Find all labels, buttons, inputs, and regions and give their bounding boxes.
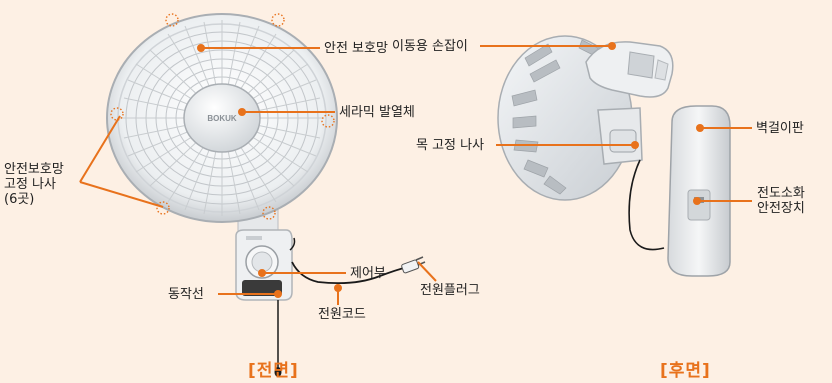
- label-power-cord: 전원코드: [318, 307, 366, 322]
- screw-marker-bottom-right: [262, 206, 276, 220]
- leader-lines: [79, 45, 752, 305]
- screw-marker-top-right: [271, 13, 285, 27]
- screw-marker-left: [110, 107, 124, 121]
- caption-front: [전면]: [248, 361, 299, 381]
- leader-screw-a: [79, 115, 121, 183]
- ceramic-heater: [183, 83, 261, 153]
- caption-back: [후면]: [660, 361, 711, 381]
- brand-logo: BOKUK: [207, 114, 237, 123]
- label-guard-screw-line3: (6곳): [4, 192, 35, 207]
- back-cord: [628, 159, 665, 251]
- label-tip-over: 전도소화 안전장치: [757, 186, 805, 216]
- back-vents: [511, 39, 599, 195]
- label-control-panel: 제어부: [350, 266, 386, 281]
- control-base-dark: [242, 280, 282, 296]
- label-tip-over-line2: 안전장치: [757, 201, 805, 216]
- neck-screw-knob: [609, 129, 637, 153]
- power-cord-line: [291, 261, 405, 285]
- label-neck-screw: 목 고정 나사: [416, 138, 485, 153]
- label-guard-screw-line2: 고정 나사: [4, 177, 56, 192]
- leader-screw-b: [79, 181, 164, 208]
- label-wall-bracket: 벽걸이판: [756, 121, 804, 136]
- label-tip-over-line1: 전도소화: [757, 186, 805, 201]
- power-plug-shape: [401, 256, 426, 274]
- label-guard-screw-line1: 안전보호망: [4, 162, 64, 177]
- leader-plug: [417, 261, 437, 282]
- tip-over-switch: [687, 189, 711, 221]
- screw-marker-right: [321, 114, 335, 128]
- label-safety-guard: 안전 보호망: [324, 41, 388, 56]
- leader-dots: [197, 42, 704, 298]
- label-pull-cord: 동작선: [168, 287, 204, 302]
- label-power-plug: 전원플러그: [420, 283, 480, 298]
- label-carry-handle: 이동용 손잡이: [392, 39, 468, 54]
- screw-marker-bottom-left: [156, 201, 170, 215]
- screw-markers: [110, 13, 335, 220]
- label-ceramic-heater: 세라믹 발열체: [339, 105, 415, 120]
- pull-cord-weight: [274, 367, 282, 377]
- label-guard-screw: 안전보호망 고정 나사 (6곳): [4, 162, 64, 207]
- screw-marker-top-left: [165, 13, 179, 27]
